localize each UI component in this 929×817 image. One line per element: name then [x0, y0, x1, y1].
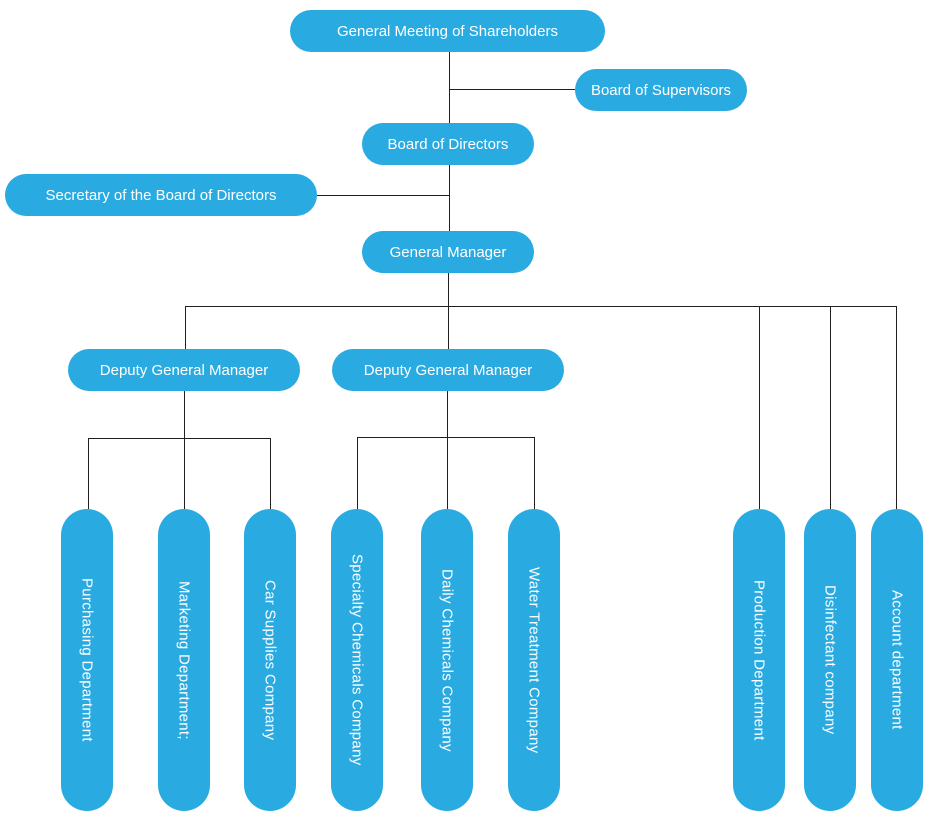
connector-to-disinfectant: [830, 306, 831, 509]
node-purchasing-department: Purchasing Department: [61, 509, 113, 811]
node-secretary-of-board: Secretary of the Board of Directors: [5, 174, 317, 216]
node-label: Account department: [888, 590, 906, 730]
node-label: Specialty Chemicals Company: [348, 554, 366, 766]
connector-to-secretary: [317, 195, 449, 196]
node-daily-chemicals-company: Daily Chemicals Company: [421, 509, 473, 811]
connector-to-specialty: [357, 437, 358, 509]
connector-deputy-mid-down: [447, 391, 448, 437]
node-label: Marketing Department;: [175, 580, 193, 740]
node-label: Production Department: [750, 579, 768, 741]
connector-to-daily: [447, 437, 448, 509]
node-label: Disinfectant company: [821, 585, 839, 735]
node-label: Purchasing Department: [78, 578, 96, 742]
connector-to-account: [896, 306, 897, 509]
node-general-manager: General Manager: [362, 231, 534, 273]
node-specialty-chemicals-company: Specialty Chemicals Company: [331, 509, 383, 811]
connector-meeting-to-directors: [449, 52, 450, 123]
connector-to-purchasing: [88, 438, 89, 509]
node-label: Daily Chemicals Company: [438, 568, 456, 752]
connector-left-group-rail: [88, 438, 271, 439]
node-deputy-general-manager-middle: Deputy General Manager: [332, 349, 564, 391]
connector-to-deputy-left: [185, 306, 186, 349]
connector-directors-to-manager: [449, 165, 450, 231]
node-account-department: Account department: [871, 509, 923, 811]
connector-deputy-left-down: [184, 391, 185, 438]
node-general-meeting-of-shareholders: General Meeting of Shareholders: [290, 10, 605, 52]
node-car-supplies-company: Car Supplies Company: [244, 509, 296, 811]
node-marketing-department: Marketing Department;: [158, 509, 210, 811]
connector-to-supervisors: [449, 89, 575, 90]
connector-main-rail: [185, 306, 896, 307]
node-board-of-supervisors: Board of Supervisors: [575, 69, 747, 111]
connector-manager-down: [448, 273, 449, 349]
node-disinfectant-company: Disinfectant company: [804, 509, 856, 811]
node-board-of-directors: Board of Directors: [362, 123, 534, 165]
connector-to-production: [759, 306, 760, 509]
node-water-treatment-company: Water Treatment Company: [508, 509, 560, 811]
connector-mid-group-rail: [357, 437, 534, 438]
node-production-department: Production Department: [733, 509, 785, 811]
connector-to-water: [534, 437, 535, 509]
connector-to-car-supplies: [270, 438, 271, 509]
connector-to-marketing: [184, 438, 185, 509]
node-label: Water Treatment Company: [525, 566, 543, 754]
node-deputy-general-manager-left: Deputy General Manager: [68, 349, 300, 391]
node-label: Car Supplies Company: [261, 579, 279, 741]
